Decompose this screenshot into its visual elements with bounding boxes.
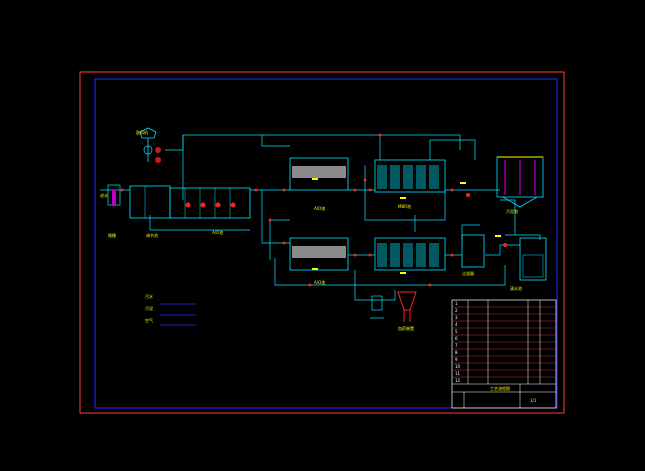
mbr-lower <box>374 237 446 271</box>
tb-row-1: 1 <box>455 301 458 306</box>
dosing-unit: 加药装置 <box>397 291 417 331</box>
tb-row-3: 3 <box>455 315 458 320</box>
reactor-lower: A/O池 <box>289 237 349 285</box>
inlet-unit: 进水 <box>100 184 121 206</box>
reactor-lower-label: A/O池 <box>314 279 325 285</box>
clarifier: 污泥池 <box>496 156 544 214</box>
inner-frame <box>94 78 558 409</box>
tb-row-5: 5 <box>455 329 458 334</box>
mbr-upper: MBR池 <box>374 159 446 209</box>
sludge-label: 污泥池 <box>506 208 518 214</box>
ao-front-label: A/O池 <box>212 229 223 235</box>
tb-row-11: 11 <box>455 371 461 376</box>
tb-row-6: 6 <box>455 336 458 341</box>
tb-row-9: 9 <box>455 357 458 362</box>
clear-water-tank: 清水池 <box>510 237 547 291</box>
filter-label: 过滤器 <box>462 270 474 276</box>
title-block: 1 2 3 4 5 6 7 8 9 10 11 12 工艺流程图 1/1 <box>451 299 557 409</box>
filter: 过滤器 <box>461 234 485 276</box>
blower-label: 鼓风机 <box>136 129 148 135</box>
pump-small <box>370 295 384 319</box>
regulating-label: 调节池 <box>146 232 158 238</box>
tb-row-10: 10 <box>455 364 461 369</box>
pipe-network <box>100 134 541 301</box>
reactor-upper-label: A/O池 <box>314 205 325 211</box>
inlet-label: 进水 <box>100 192 108 198</box>
legend-label-2: 污泥 <box>145 305 153 311</box>
equipment-tags <box>312 178 501 274</box>
outer-frame <box>79 71 565 414</box>
legend-label-3: 空气 <box>145 317 153 323</box>
reactor-upper: A/O池 <box>289 157 349 211</box>
grit-label: 格栅 <box>108 232 116 238</box>
tb-drawing-no: 1/1 <box>530 398 537 403</box>
legend: 污水 污泥 空气 <box>145 293 196 326</box>
tb-row-8: 8 <box>455 350 458 355</box>
dosing-label: 加药装置 <box>398 325 414 331</box>
blower-unit: 鼓风机 <box>136 127 161 163</box>
clear-tank-label: 清水池 <box>510 285 522 291</box>
tb-row-4: 4 <box>455 322 458 327</box>
tb-row-7: 7 <box>455 343 458 348</box>
tb-row-2: 2 <box>455 308 458 313</box>
legend-label-1: 污水 <box>145 293 153 299</box>
ao-tank-front: A/O池 <box>169 187 251 235</box>
mbr-upper-label: MBR池 <box>398 203 411 209</box>
tb-row-12: 12 <box>455 378 461 383</box>
tb-project-name: 工艺流程图 <box>490 385 510 391</box>
valves <box>120 133 507 287</box>
